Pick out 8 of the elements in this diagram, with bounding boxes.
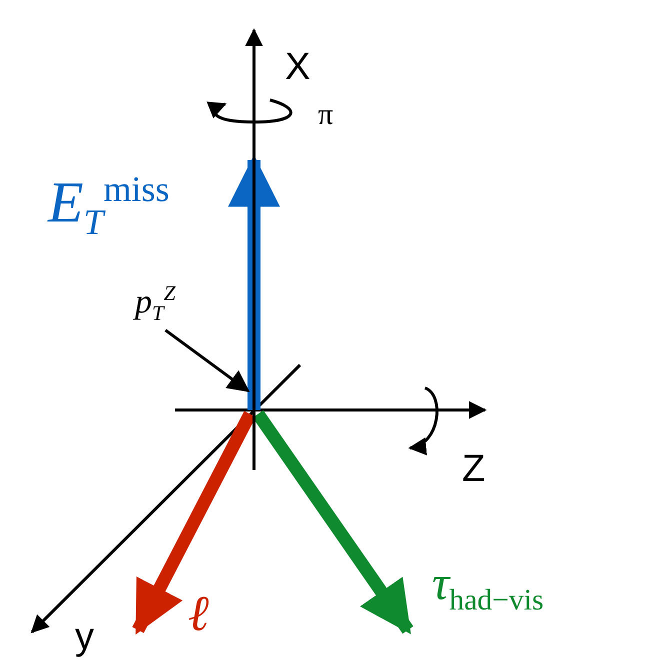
rotation-label: π bbox=[318, 100, 334, 130]
x-axis bbox=[245, 28, 263, 470]
vector-label: ℓ bbox=[188, 588, 209, 638]
leader-arrow bbox=[164, 329, 250, 392]
axis-label: X bbox=[285, 48, 310, 86]
axis-label: Z bbox=[462, 450, 486, 488]
vector-label: τ$_{had−vis}$ bbox=[432, 560, 544, 616]
axis-label: y bbox=[75, 618, 94, 656]
